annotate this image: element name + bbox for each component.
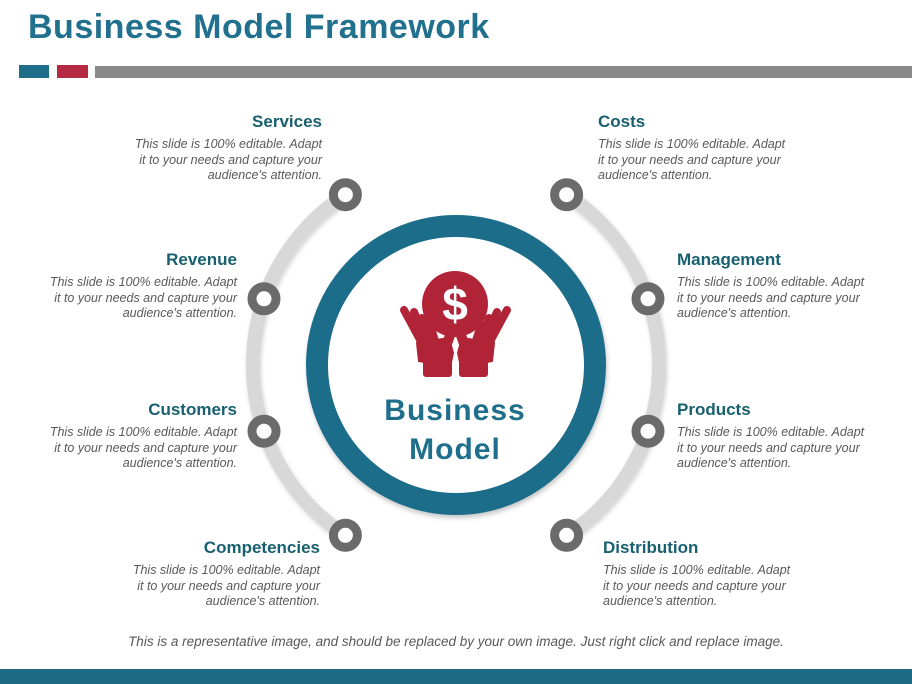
title-accent-red [57,65,88,78]
distribution-node [550,518,584,552]
right-hand-icon [453,306,511,377]
item-products: Products This slide is 100% editable. Ad… [677,400,912,472]
item-costs-description: This slide is 100% editable. Adapt it to… [598,137,848,184]
connector-nodes [247,178,665,552]
competencies-node [328,518,362,552]
item-services-description: This slide is 100% editable. Adapt it to… [72,137,322,184]
center-label: Business Model [384,394,525,466]
item-distribution-label: Distribution [603,538,699,557]
hands-holding-dollar-icon: $ [400,271,511,377]
desc-line: audience's attention. [207,168,322,182]
item-competencies-description: This slide is 100% editable. Adapt it to… [70,563,320,610]
item-costs: Costs This slide is 100% editable. Adapt… [598,112,848,184]
left-hand-icon [400,306,458,377]
desc-line: audience's attention. [677,306,792,320]
services-node [328,178,362,212]
item-management-label: Management [677,250,781,269]
desc-line: This slide is 100% editable. Adapt [598,137,786,151]
customers-node [247,414,281,448]
item-customers: Customers This slide is 100% editable. A… [0,400,237,472]
item-products-label: Products [677,400,751,419]
item-services: Services This slide is 100% editable. Ad… [72,112,322,184]
dollar-sign: $ [442,278,468,330]
desc-line: it to your needs and capture your [54,440,237,455]
item-revenue-label: Revenue [166,250,237,269]
desc-line: audience's attention. [598,168,713,182]
center-label-line1: Business [384,394,525,427]
business-model-circle [306,215,606,515]
connector-ring-right-arc [562,188,667,542]
desc-line: This slide is 100% editable. Adapt [132,563,320,577]
title-rule [95,66,912,78]
desc-line: This slide is 100% editable. Adapt [49,425,237,439]
desc-line: This slide is 100% editable. Adapt [49,275,237,289]
revenue-node [247,282,281,316]
connector-ring [245,188,667,542]
page-title: Business Model Framework [28,8,490,46]
item-management-description: This slide is 100% editable. Adapt it to… [677,275,912,322]
desc-line: it to your needs and capture your [54,290,237,305]
bottom-accent-bar [0,669,912,684]
item-customers-description: This slide is 100% editable. Adapt it to… [0,425,237,472]
item-costs-label: Costs [598,112,646,131]
center-label-line2: Model [409,433,501,466]
desc-line: This slide is 100% editable. Adapt [603,563,791,577]
item-competencies-label: Competencies [203,538,320,557]
item-management: Management This slide is 100% editable. … [677,250,912,322]
desc-line: it to your needs and capture your [677,440,860,455]
title-accent-teal [19,65,49,78]
products-node [631,414,665,448]
item-services-label: Services [252,112,322,131]
desc-line: audience's attention. [677,456,792,470]
item-customers-label: Customers [148,400,237,419]
item-revenue: Revenue This slide is 100% editable. Ada… [0,250,237,322]
desc-line: audience's attention. [122,306,237,320]
desc-line: This slide is 100% editable. Adapt [134,137,322,151]
item-distribution: Distribution This slide is 100% editable… [603,538,853,610]
item-distribution-description: This slide is 100% editable. Adapt it to… [603,563,853,610]
desc-line: This slide is 100% editable. Adapt [677,275,865,289]
dollar-coin-icon [422,271,488,337]
desc-line: it to your needs and capture your [139,152,322,167]
desc-line: audience's attention. [205,594,320,608]
desc-line: it to your needs and capture your [137,578,320,593]
item-revenue-description: This slide is 100% editable. Adapt it to… [0,275,237,322]
desc-line: it to your needs and capture your [598,152,781,167]
desc-line: it to your needs and capture your [603,578,786,593]
desc-line: audience's attention. [122,456,237,470]
desc-line: it to your needs and capture your [677,290,860,305]
item-competencies: Competencies This slide is 100% editable… [70,538,320,610]
desc-line: This slide is 100% editable. Adapt [677,425,865,439]
desc-line: audience's attention. [603,594,718,608]
costs-node [550,178,584,212]
item-products-description: This slide is 100% editable. Adapt it to… [677,425,912,472]
footer-note: This is a representative image, and shou… [128,634,784,649]
connector-ring-left-arc [245,188,350,542]
management-node [631,282,665,316]
